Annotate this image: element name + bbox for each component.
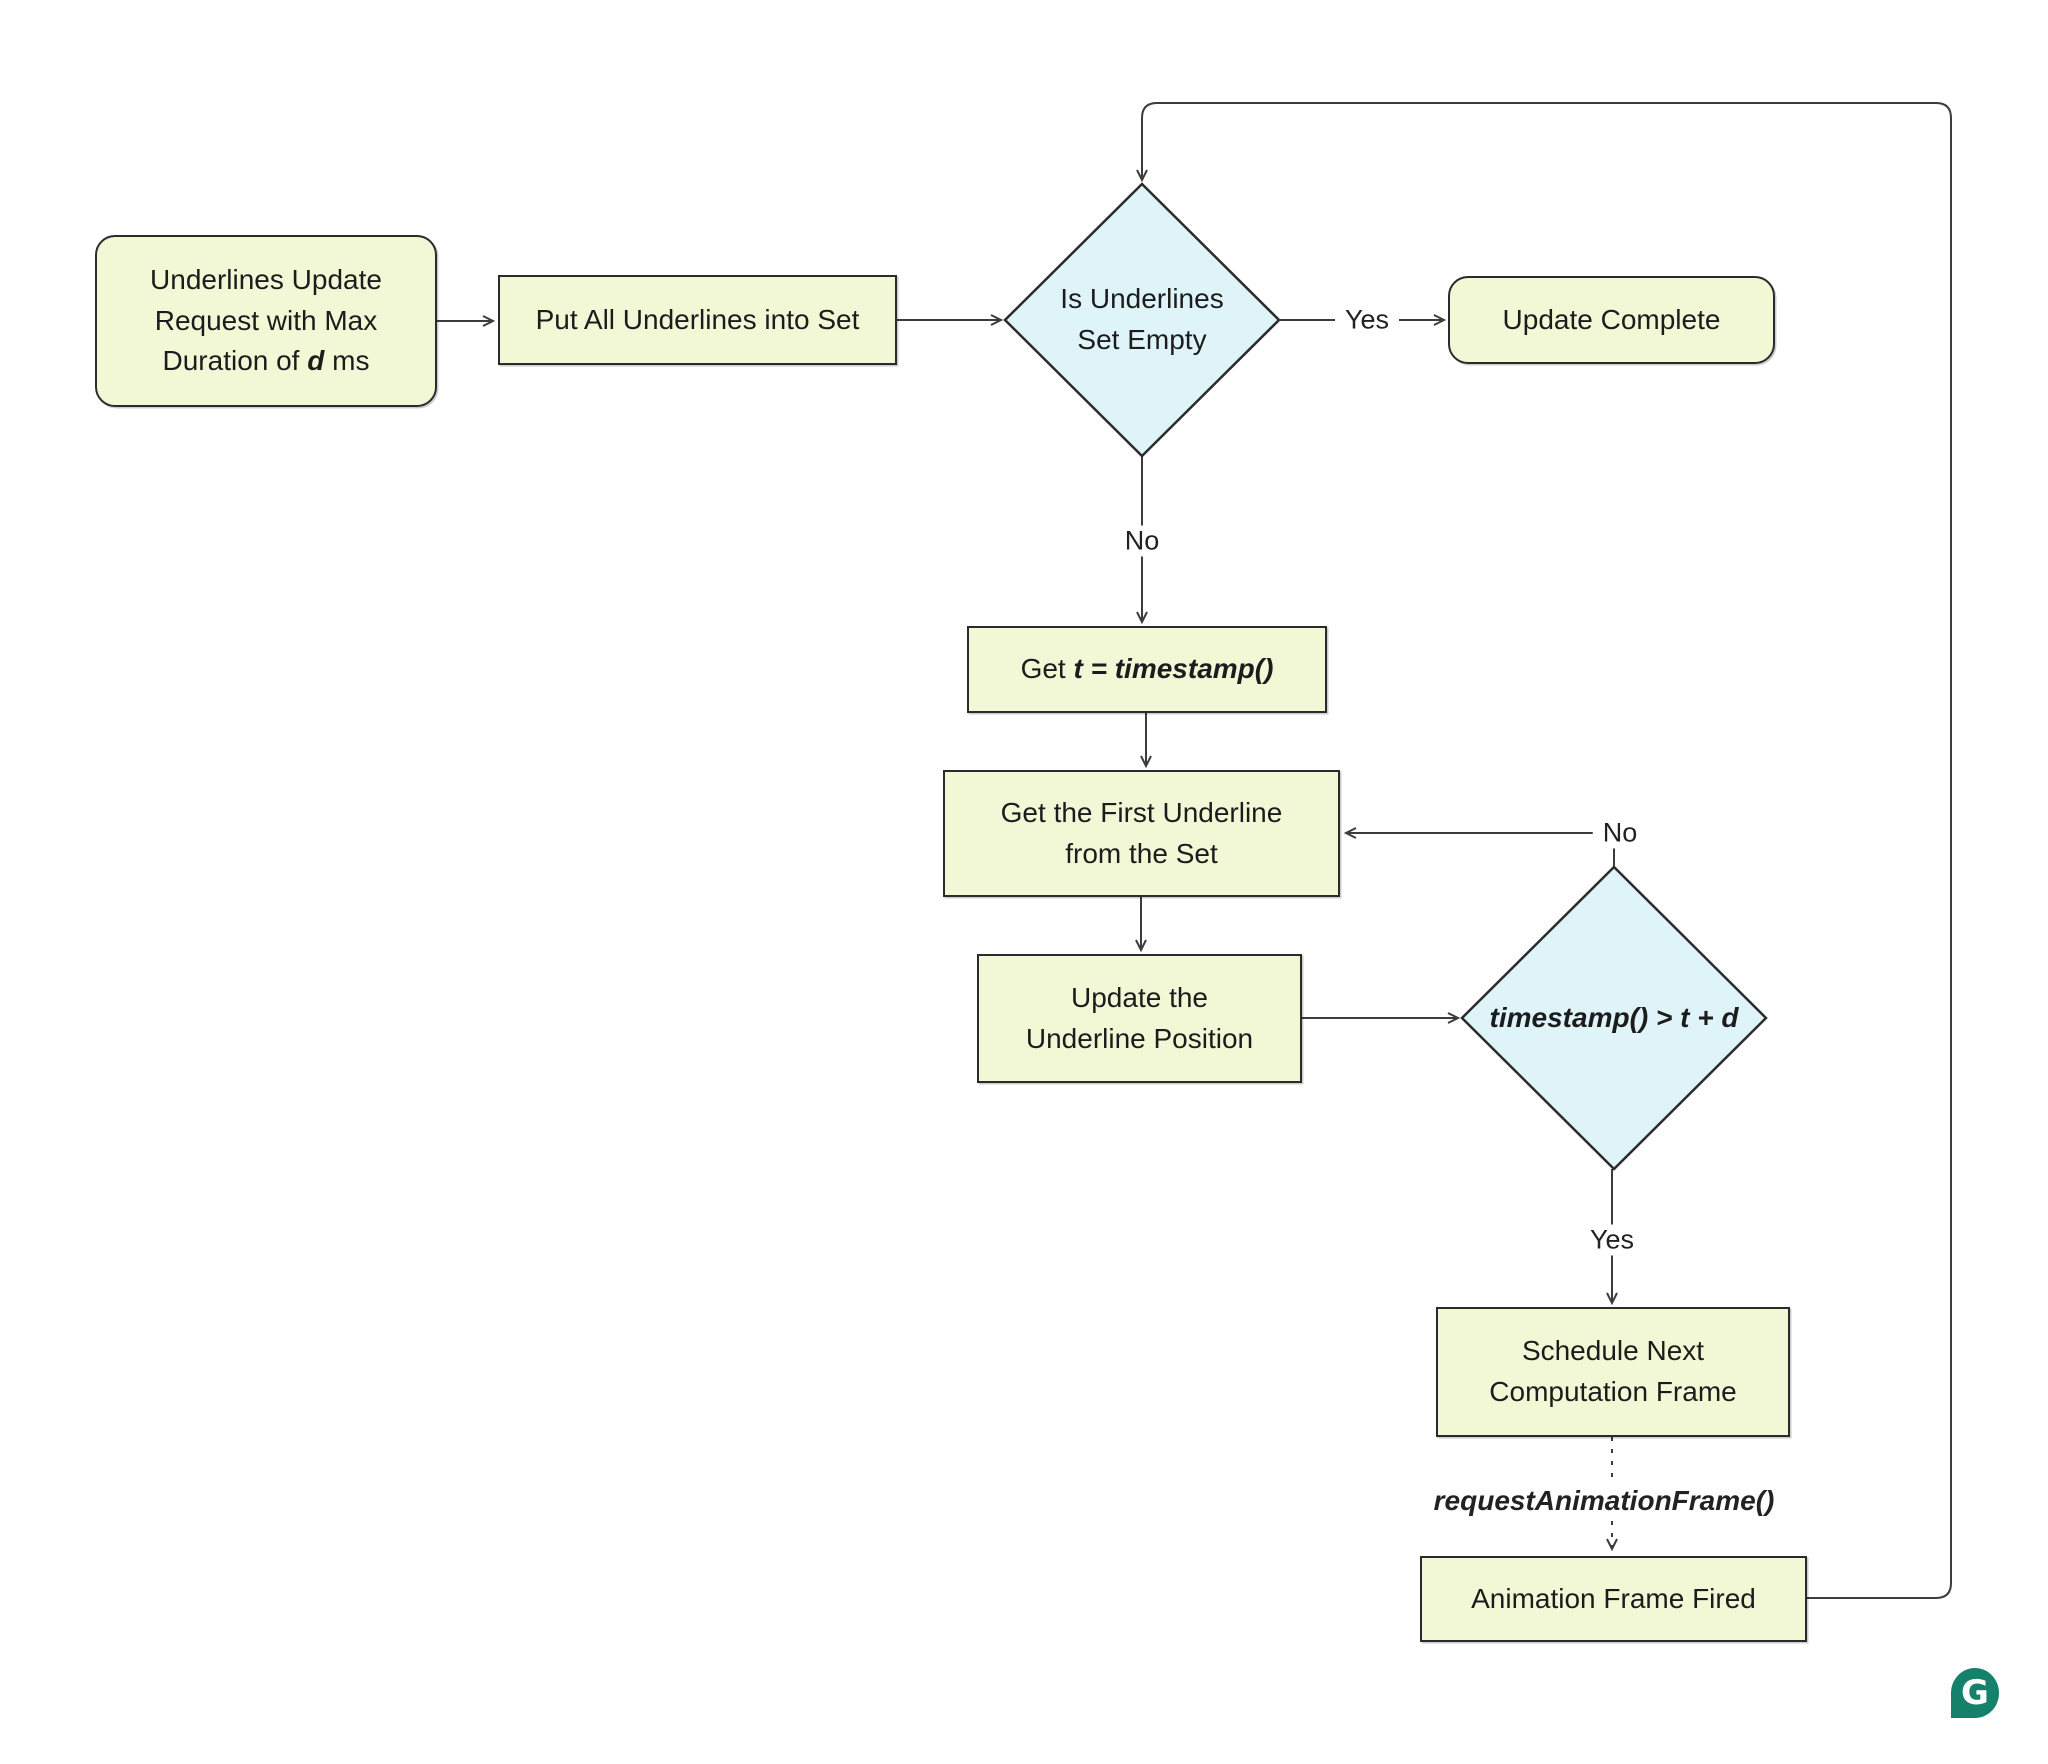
edge-anim-fired-loop-to-is-empty [1136,102,1952,1599]
edge-deadline-no-to-get-first [1343,827,1615,867]
grammarly-g-glyph: G [1961,1672,1989,1713]
flow-node-animation-frame-fired: Animation Frame Fired [1420,1556,1807,1642]
decision-timestamp-deadline-label: timestamp() > t + d [1489,1001,1739,1033]
edge-label-no-set-not-empty: No [1114,525,1170,557]
decision-timestamp-deadline-shape [1460,865,1768,1171]
decision-is-underlines-set-empty-shape [1003,182,1281,458]
flow-node-update-complete: Update Complete [1448,276,1775,364]
edge-label-request-animation-frame: requestAnimationFrame() [1423,1485,1785,1517]
edge-label-yes-deadline: Yes [1579,1224,1645,1256]
flow-node-get-timestamp: Get t = timestamp() [967,626,1327,713]
edge-label-yes-update-complete: Yes [1334,304,1400,336]
grammarly-logo: G [1951,1668,1999,1718]
flow-node-put-all-underlines-into-set: Put All Underlines into Set [498,275,897,365]
edge-label-no-deadline-loop: No [1592,817,1648,849]
